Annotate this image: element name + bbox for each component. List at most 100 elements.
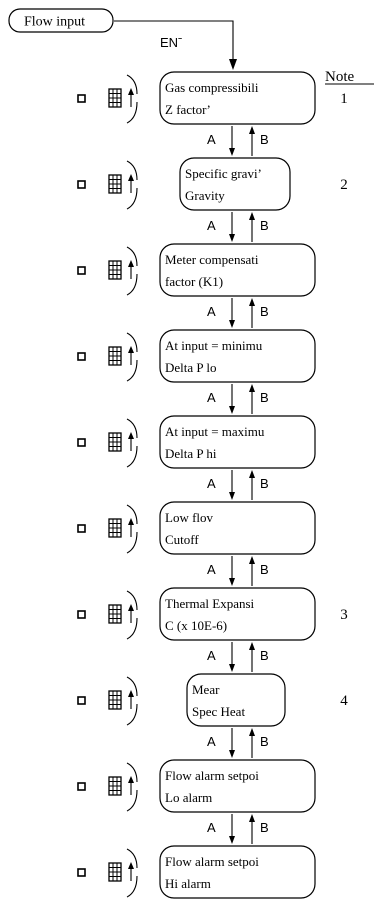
checkbox-icon[interactable] — [77, 352, 86, 361]
checkbox-icon[interactable] — [77, 180, 86, 189]
up-arrow-icon — [249, 728, 255, 736]
down-arrow-icon — [229, 320, 235, 328]
checkbox-icon[interactable] — [77, 438, 86, 447]
checkbox-icon[interactable] — [77, 782, 86, 791]
note-number: 2 — [340, 177, 348, 193]
step-label-line1: At input = minimu — [165, 338, 263, 353]
down-arrow-icon — [229, 148, 235, 156]
up-arrow-icon — [249, 384, 255, 392]
down-arrow-icon — [229, 234, 235, 242]
bracket-curve — [126, 160, 138, 181]
arrow-b-label: B — [260, 648, 269, 663]
arrow-a-label: A — [207, 648, 216, 663]
scroll-up-arrow-icon[interactable] — [128, 260, 134, 267]
bracket-curve — [126, 703, 138, 726]
down-arrow-icon — [229, 836, 235, 844]
step-box[interactable] — [159, 759, 316, 813]
checkbox-icon[interactable] — [77, 610, 86, 619]
scroll-up-arrow-icon[interactable] — [128, 88, 134, 95]
step-label-line2: Gravity — [185, 188, 225, 203]
enter-arrowhead — [229, 59, 237, 70]
bracket-curve — [126, 101, 138, 124]
arrow-a-label: A — [207, 820, 216, 835]
scroll-up-arrow-icon[interactable] — [128, 174, 134, 181]
arrow-a-label: A — [207, 476, 216, 491]
up-arrow-icon — [249, 298, 255, 306]
flow-input-box[interactable] — [8, 8, 114, 33]
enter-connector-line — [114, 20, 234, 60]
note-number: 1 — [340, 91, 348, 107]
note-number: 3 — [340, 607, 348, 623]
step-label-line2: Z factorʼ — [165, 102, 211, 117]
arrow-b-label: B — [260, 304, 269, 319]
arrow-b-label: B — [260, 132, 269, 147]
down-arrow-icon — [229, 664, 235, 672]
step-box[interactable] — [186, 673, 286, 727]
bracket-curve — [126, 418, 138, 439]
checkbox-icon[interactable] — [77, 266, 86, 275]
scroll-up-arrow-icon[interactable] — [128, 604, 134, 611]
step-box[interactable] — [159, 243, 316, 297]
scroll-up-arrow-icon[interactable] — [128, 862, 134, 869]
flow-input-label: Flow input — [24, 15, 85, 30]
bracket-curve — [126, 848, 138, 869]
bracket-curve — [126, 246, 138, 267]
step-label-line2: Spec Heat — [192, 704, 245, 719]
step-label-line2: Delta P hi — [165, 446, 217, 461]
step-label-line1: Gas compressibili — [165, 80, 259, 95]
step-box[interactable] — [159, 71, 316, 125]
arrow-a-label: A — [207, 132, 216, 147]
step-label-line2: Lo alarm — [165, 790, 212, 805]
up-arrow-icon — [249, 642, 255, 650]
bracket-curve — [126, 617, 138, 640]
down-arrow-icon — [229, 750, 235, 758]
step-label-line1: Meter compensati — [165, 252, 259, 267]
note-number: 4 — [340, 693, 348, 709]
step-label-line1: Flow alarm setpoi — [165, 768, 259, 783]
scroll-up-arrow-icon[interactable] — [128, 690, 134, 697]
step-label-line1: Specific graviʼ — [185, 166, 262, 181]
bracket-curve — [126, 74, 138, 95]
arrow-b-label: B — [260, 390, 269, 405]
up-arrow-icon — [249, 470, 255, 478]
step-label-line2: C (x 10E-6) — [165, 618, 227, 633]
bracket-curve — [126, 187, 138, 210]
step-box[interactable] — [159, 587, 316, 641]
arrow-b-label: B — [260, 218, 269, 233]
step-label-line2: factor (K1) — [165, 274, 223, 289]
scroll-up-arrow-icon[interactable] — [128, 346, 134, 353]
bracket-curve — [126, 273, 138, 296]
step-box[interactable] — [159, 501, 316, 555]
arrow-a-label: A — [207, 390, 216, 405]
scroll-up-arrow-icon[interactable] — [128, 776, 134, 783]
bracket-curve — [126, 504, 138, 525]
scroll-up-arrow-icon[interactable] — [128, 518, 134, 525]
enter-label: ENˉ — [160, 35, 182, 50]
bracket-curve — [126, 359, 138, 382]
down-arrow-icon — [229, 492, 235, 500]
step-label-line1: Mear — [192, 682, 220, 697]
up-arrow-icon — [249, 126, 255, 134]
arrow-a-label: A — [207, 734, 216, 749]
checkbox-icon[interactable] — [77, 868, 86, 877]
bracket-curve — [126, 445, 138, 468]
step-box[interactable] — [159, 329, 316, 383]
step-label-line2: Delta P lo — [165, 360, 217, 375]
step-label-line1: Low flov — [165, 510, 214, 525]
step-label-line2: Cutoff — [165, 532, 199, 547]
down-arrow-icon — [229, 578, 235, 586]
up-arrow-icon — [249, 556, 255, 564]
checkbox-icon[interactable] — [77, 696, 86, 705]
bracket-curve — [126, 789, 138, 812]
bracket-curve — [126, 531, 138, 554]
step-label-line1: At input = maximu — [165, 424, 265, 439]
step-box[interactable] — [159, 845, 316, 899]
checkbox-icon[interactable] — [77, 94, 86, 103]
arrow-a-label: A — [207, 218, 216, 233]
step-box[interactable] — [179, 157, 291, 211]
step-box[interactable] — [159, 415, 316, 469]
scroll-up-arrow-icon[interactable] — [128, 432, 134, 439]
checkbox-icon[interactable] — [77, 524, 86, 533]
arrow-b-label: B — [260, 734, 269, 749]
